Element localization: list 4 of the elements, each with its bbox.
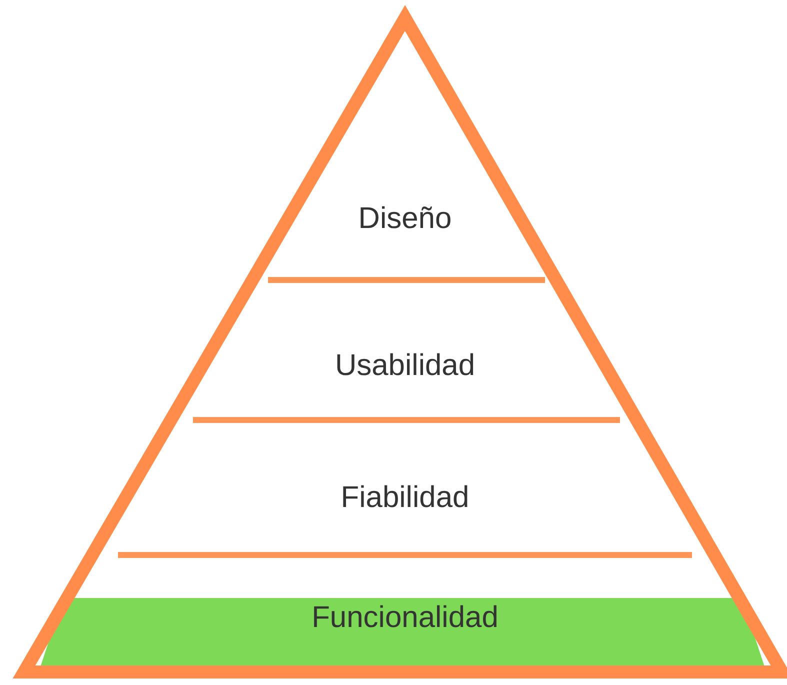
pyramid-tier-label: Fiabilidad xyxy=(250,480,560,516)
pyramid-tier-label: Usabilidad xyxy=(260,348,550,384)
pyramid-tier-label: Diseño xyxy=(300,201,510,237)
pyramid-tier-label: Funcionalidad xyxy=(230,600,580,636)
